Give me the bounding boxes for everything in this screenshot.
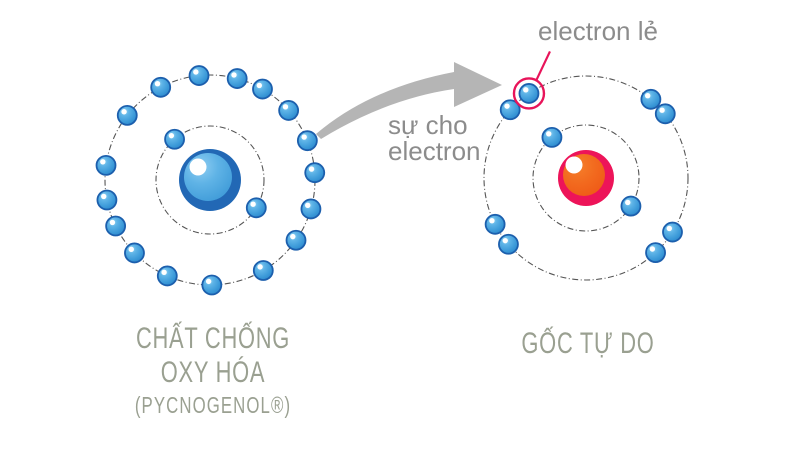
electron: [304, 162, 326, 184]
electron: [620, 195, 642, 217]
electron: [278, 100, 300, 121]
electron: [164, 128, 185, 150]
electron: [662, 221, 683, 243]
electron: [518, 83, 540, 104]
electron: [96, 189, 118, 211]
orbit-path: [532, 124, 640, 232]
electron: [105, 215, 127, 237]
electron: [116, 104, 138, 126]
antioxidant-caption-line3: (PYCNOGENOL®): [134, 392, 292, 418]
electron: [95, 154, 117, 176]
electron: [300, 198, 322, 220]
lone-electron-label: electron lẻ: [538, 16, 658, 46]
electron: [150, 76, 172, 98]
electron: [226, 68, 248, 89]
electron: [640, 88, 662, 110]
free-radical-nucleus-highlight: [565, 156, 583, 174]
electron: [484, 213, 506, 235]
orbit-path: [155, 125, 265, 235]
electron: [201, 274, 223, 296]
antioxidant-atom: [95, 65, 326, 296]
electron-donation-label-line2: electron: [388, 135, 481, 166]
antioxidant-caption-line2: OXY HÓA: [160, 356, 266, 389]
electron: [285, 229, 307, 251]
electron-donation-label-line1: sự cho: [388, 110, 468, 140]
electron: [188, 65, 210, 86]
electron: [498, 233, 519, 255]
free-radical-atom: [483, 50, 689, 281]
electron: [156, 265, 178, 287]
electron-donation-arrow: [316, 62, 502, 139]
free-radical-caption: GỐC TỰ DO: [521, 327, 655, 360]
electron: [252, 260, 274, 281]
electron: [124, 242, 145, 264]
antioxidant-nucleus-highlight: [189, 158, 207, 176]
electron: [499, 99, 521, 121]
electron: [645, 242, 666, 263]
antioxidant-caption-line1: CHẤT CHỐNG: [135, 322, 291, 355]
electron-donation-label: sự cho electron: [388, 110, 481, 166]
antioxidant-nucleus-body: [184, 153, 232, 201]
electron: [245, 197, 267, 219]
electron: [296, 130, 318, 152]
electron: [654, 103, 676, 125]
electron: [541, 126, 563, 148]
lone-electron-ring: [512, 77, 546, 110]
antioxidant-caption: CHẤT CHỐNG OXY HÓA (PYCNOGENOL®): [104, 322, 323, 421]
orbit-path: [483, 75, 689, 281]
lone-electron-pointer-line: [535, 50, 551, 81]
electron: [252, 78, 273, 100]
